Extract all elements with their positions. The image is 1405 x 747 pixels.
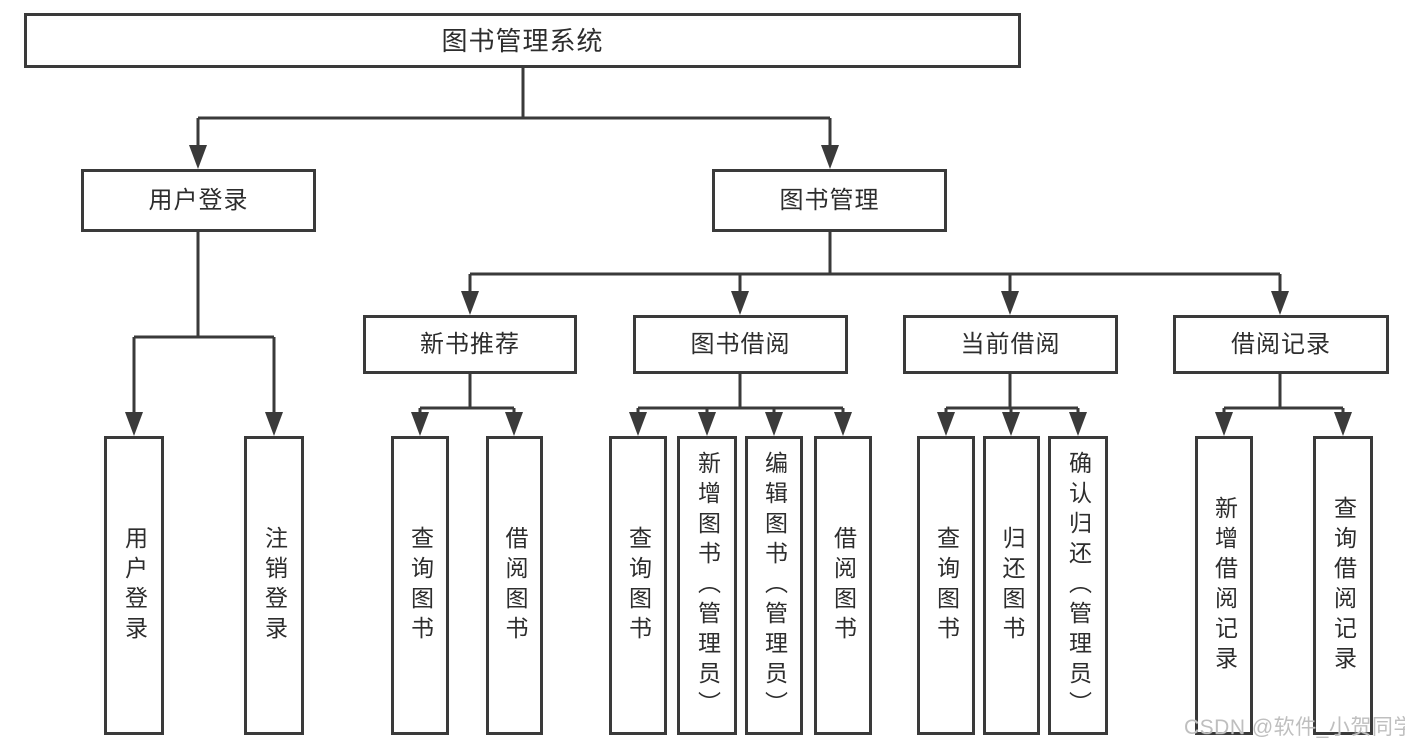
leaf-query-books-borrow: 查询图书 [609,436,667,735]
leaf-borrow-books: 借阅图书 [814,436,872,735]
node-label: 借阅图书 [830,525,857,646]
node-library-system: 图书管理系统 [24,13,1021,68]
leaf-edit-book-admin: 编辑图书（管理员） [745,436,803,735]
watermark: CSDN @软件_小贺同学 [1184,716,1405,739]
node-label: 当前借阅 [960,330,1061,358]
leaf-return-book: 归还图书 [983,436,1040,735]
leaf-query-books-current: 查询图书 [917,436,975,735]
leaf-add-book-admin: 新增图书（管理员） [677,436,737,735]
node-label: 新增图书（管理员） [694,450,721,721]
node-label: 归还图书 [999,525,1025,646]
node-label: 借阅记录 [1231,330,1331,358]
leaf-confirm-return-admin: 确认归还（管理员） [1048,436,1108,735]
node-label: 查询图书 [407,525,434,646]
node-borrow-records: 借阅记录 [1173,315,1389,374]
node-label: 用户登录 [148,186,249,214]
node-label: 新增借阅记录 [1211,495,1238,676]
node-current-borrow: 当前借阅 [903,315,1118,374]
node-label: 查询图书 [933,525,960,646]
node-user-login: 用户登录 [81,169,316,232]
arrowhead-icons [125,145,1352,436]
node-label: 图书借阅 [690,330,791,358]
node-book-borrow: 图书借阅 [633,315,848,374]
leaf-user-login: 用户登录 [104,436,164,735]
leaf-query-books-recommend: 查询图书 [391,436,449,735]
leaf-add-borrow-record: 新增借阅记录 [1195,436,1253,735]
node-label: 查询借阅记录 [1330,495,1357,676]
node-label: 图书管理系统 [441,25,604,56]
connector-paths [132,68,1345,418]
node-label: 注销登录 [261,525,288,646]
node-label: 编辑图书（管理员） [761,450,788,721]
node-label: 新书推荐 [420,330,520,358]
node-label: 图书管理 [779,186,880,214]
node-label: 查询图书 [625,525,652,646]
leaf-query-borrow-record: 查询借阅记录 [1313,436,1373,735]
node-new-book-recommend: 新书推荐 [363,315,577,374]
leaf-logout: 注销登录 [244,436,304,735]
leaf-borrow-books-recommend: 借阅图书 [486,436,543,735]
node-label: 确认归还（管理员） [1065,450,1092,721]
node-book-management: 图书管理 [712,169,947,232]
node-label: 用户登录 [121,525,148,646]
node-label: 借阅图书 [502,525,528,646]
